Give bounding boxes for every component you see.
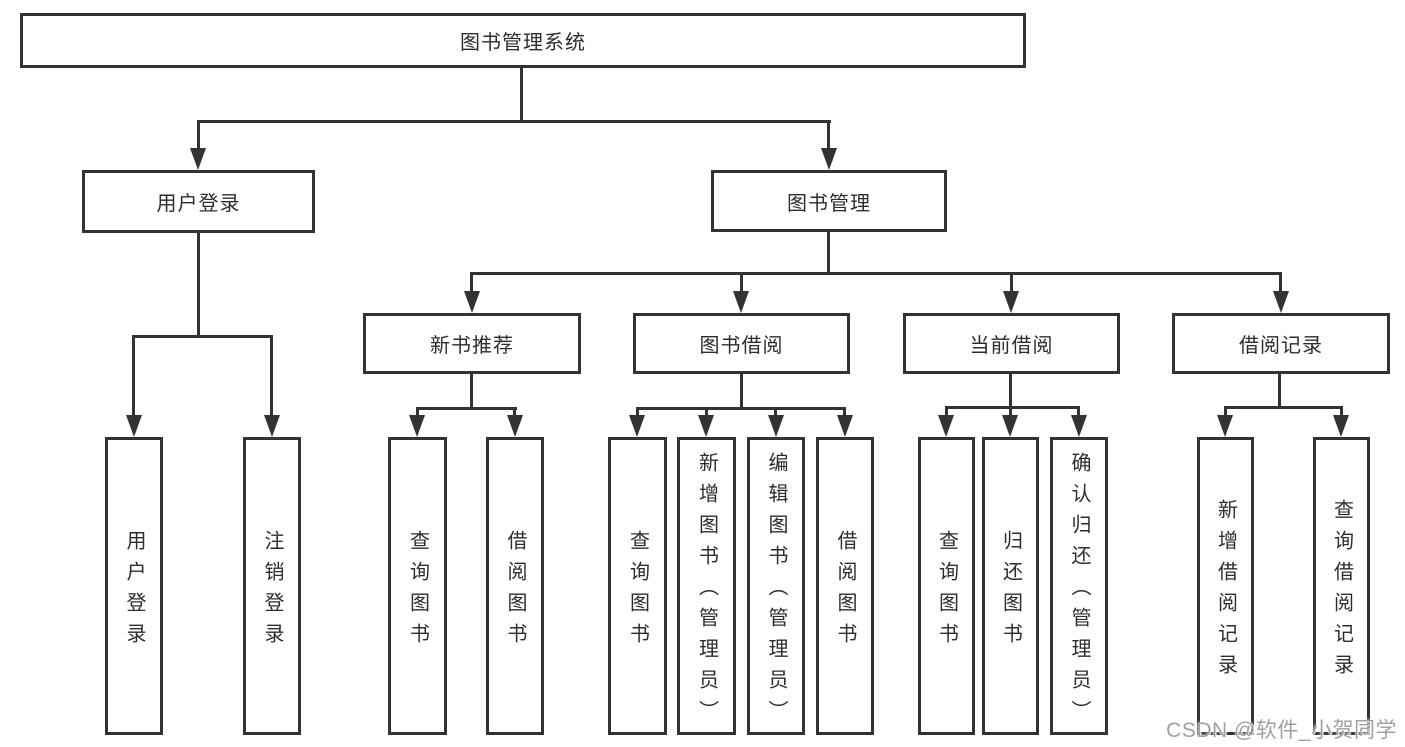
connector-line	[1224, 406, 1343, 409]
watermark: CSDN @软件_小贺同学	[1166, 719, 1397, 742]
node-book-borrow-label: 图书借阅	[699, 335, 784, 357]
arrow-down-icon	[837, 415, 853, 437]
leaf-edit-book-admin: 编辑图书（管理员）	[747, 437, 805, 735]
node-current-borrow-label: 当前借阅	[969, 335, 1054, 357]
node-book-management: 图书管理	[711, 170, 947, 232]
leaf-borrow-book-label: 借阅图书	[834, 529, 856, 654]
connector-line	[197, 120, 200, 152]
arrow-down-icon	[733, 291, 749, 313]
connector-line	[1279, 272, 1282, 293]
arrow-down-icon	[629, 415, 645, 437]
leaf-user-login-label: 用户登录	[123, 529, 145, 654]
connector-line	[470, 272, 1282, 275]
leaf-add-borrow-record: 新增借阅记录	[1197, 437, 1254, 735]
connector-line	[1077, 406, 1080, 419]
arrow-down-icon	[1002, 415, 1018, 437]
connector-line	[945, 406, 1080, 409]
node-borrow-records-label: 借阅记录	[1239, 335, 1323, 357]
leaf-add-borrow-record-label: 新增借阅记录	[1214, 498, 1237, 685]
arrow-down-icon	[1071, 415, 1087, 437]
node-user-login: 用户登录	[82, 170, 315, 233]
connector-line	[1009, 374, 1012, 409]
arrow-down-icon	[126, 415, 142, 437]
connector-line	[270, 335, 273, 419]
arrow-down-icon	[507, 415, 523, 437]
node-user-login-label: 用户登录	[156, 193, 241, 215]
node-current-borrow: 当前借阅	[903, 313, 1120, 374]
leaf-add-book-admin-label: 新增图书（管理员）	[695, 452, 718, 731]
leaf-logout: 注销登录	[243, 437, 301, 735]
connector-line	[197, 120, 831, 123]
node-book-management-label: 图书管理	[787, 192, 871, 215]
leaf-return-book-label: 归还图书	[999, 529, 1022, 654]
leaf-borrow-book: 借阅图书	[816, 437, 874, 735]
connector-line	[827, 120, 830, 152]
connector-line	[470, 374, 473, 410]
arrow-down-icon	[264, 415, 280, 437]
connector-line	[740, 374, 743, 410]
connector-line	[513, 407, 516, 419]
node-root: 图书管理系统	[20, 13, 1026, 68]
leaf-add-book-admin: 新增图书（管理员）	[677, 437, 736, 735]
connector-line	[945, 406, 948, 419]
connector-line	[1278, 374, 1281, 409]
node-root-label: 图书管理系统	[460, 32, 586, 54]
leaf-query-book-recommend-label: 查询图书	[406, 529, 429, 654]
connector-line	[416, 407, 419, 419]
leaf-query-book-borrow: 查询图书	[608, 437, 667, 735]
connector-line	[774, 407, 777, 419]
connector-line	[636, 407, 846, 410]
arrow-down-icon	[768, 415, 784, 437]
arrow-down-icon	[409, 415, 425, 437]
leaf-query-book-borrow-label: 查询图书	[626, 529, 649, 654]
connector-line	[1224, 406, 1227, 419]
arrow-down-icon	[1333, 415, 1349, 437]
connector-line	[636, 407, 639, 419]
node-borrow-records: 借阅记录	[1172, 313, 1390, 374]
leaf-confirm-return-admin-label: 确认归还（管理员）	[1068, 452, 1090, 731]
leaf-query-borrow-record: 查询借阅记录	[1313, 437, 1370, 735]
leaf-confirm-return-admin: 确认归还（管理员）	[1050, 437, 1108, 735]
leaf-borrow-book-recommend: 借阅图书	[486, 437, 544, 735]
arrow-down-icon	[698, 415, 714, 437]
connector-line	[132, 335, 135, 419]
connector-line	[470, 272, 473, 293]
arrow-down-icon	[190, 148, 206, 170]
connector-line	[740, 272, 743, 293]
connector-line	[132, 335, 273, 338]
node-new-book-recommend-label: 新书推荐	[430, 335, 514, 357]
arrow-down-icon	[1273, 291, 1289, 313]
leaf-borrow-book-recommend-label: 借阅图书	[504, 529, 526, 654]
leaf-logout-label: 注销登录	[261, 529, 283, 654]
arrow-down-icon	[821, 148, 837, 170]
arrow-down-icon	[1003, 291, 1019, 313]
arrow-down-icon	[1217, 415, 1233, 437]
connector-line	[520, 68, 523, 122]
connector-line	[705, 407, 708, 419]
arrow-down-icon	[938, 415, 954, 437]
connector-line	[1009, 406, 1012, 419]
leaf-edit-book-admin-label: 编辑图书（管理员）	[765, 452, 787, 731]
node-book-borrow: 图书借阅	[633, 313, 850, 374]
connector-line	[416, 407, 517, 410]
connector-line	[1010, 272, 1013, 293]
leaf-return-book: 归还图书	[982, 437, 1039, 735]
leaf-query-borrow-record-label: 查询借阅记录	[1330, 498, 1353, 685]
connector-line	[827, 232, 830, 275]
leaf-user-login: 用户登录	[105, 437, 163, 735]
connector-line	[197, 233, 200, 337]
leaf-query-book-current: 查询图书	[918, 437, 975, 735]
leaf-query-book-recommend: 查询图书	[388, 437, 447, 735]
node-new-book-recommend: 新书推荐	[363, 313, 581, 374]
leaf-query-book-current-label: 查询图书	[935, 529, 958, 654]
arrow-down-icon	[464, 291, 480, 313]
connector-line	[1340, 406, 1343, 419]
connector-line	[843, 407, 846, 419]
